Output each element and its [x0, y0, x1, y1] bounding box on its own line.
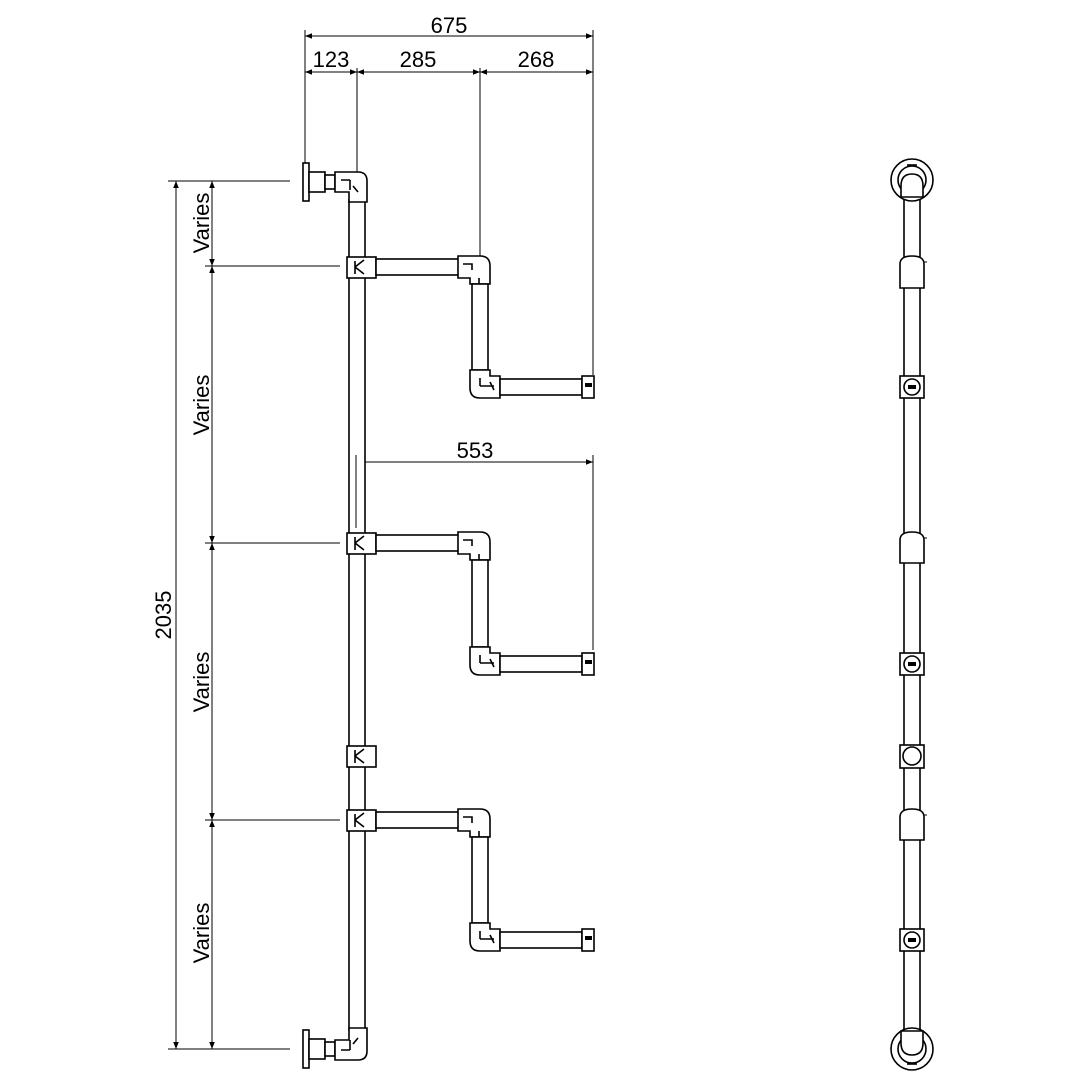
tee-bolt-mark — [354, 535, 365, 551]
arm-2 — [346, 531, 595, 676]
dimension-spacing-1: Varies — [189, 193, 214, 254]
side-middle-tee — [899, 744, 925, 769]
arm-drop-pipe — [471, 559, 489, 648]
arm-3 — [346, 808, 595, 952]
dimension-arm-first-run: 285 — [400, 47, 437, 72]
arm-horizontal-pipe — [375, 811, 461, 829]
arm-1 — [346, 255, 595, 399]
dimension-arm-second-run: 268 — [518, 47, 555, 72]
arm-tee-fitting — [346, 256, 377, 279]
flange-elbow — [900, 173, 924, 198]
flange-elbow — [900, 1030, 924, 1056]
tee-bolt-mark — [354, 259, 365, 275]
side-elevation-view — [890, 158, 934, 1071]
arm-lower-elbow — [469, 369, 501, 399]
collar-body — [899, 531, 925, 564]
arm-horizontal-pipe — [375, 534, 461, 552]
side-tee-collar-2 — [899, 531, 927, 564]
tee-body — [346, 745, 377, 768]
arm-tee-fitting — [346, 809, 377, 832]
arm-lower-elbow — [469, 922, 501, 952]
elbow-bolt-mark — [479, 378, 495, 391]
elbow-bolt-mark — [463, 539, 480, 560]
arm-tee-fitting — [346, 532, 377, 555]
side-end-cap-3 — [899, 928, 925, 952]
arm-upper-elbow — [457, 808, 491, 838]
end-cap-mark — [585, 660, 592, 664]
arm-upper-elbow — [457, 255, 491, 285]
cap-mark — [908, 938, 916, 942]
side-end-cap-1 — [899, 375, 925, 399]
top-wall-flange — [302, 162, 368, 203]
arm-upper-elbow — [457, 531, 491, 561]
tee-face — [902, 746, 922, 766]
arm-drop-pipe — [471, 283, 489, 371]
wall-plate — [302, 162, 310, 202]
end-cap-mark — [585, 383, 592, 387]
side-top-flange — [890, 158, 934, 202]
dimension-overall-width: 675 — [431, 13, 468, 38]
arm-end-pipe — [499, 655, 583, 673]
side-bottom-flange — [890, 1027, 934, 1071]
tee-bolt-mark — [354, 748, 365, 764]
bottom-elbow-fitting — [334, 1027, 368, 1061]
dimension-spacing-4: Varies — [189, 903, 214, 964]
flange-nipple — [324, 1041, 336, 1057]
cap-mark — [908, 385, 916, 389]
vertical-dimensions: 2035 Varies Varies Varies Varies — [151, 180, 340, 1050]
dimension-spacing-2: Varies — [189, 375, 214, 436]
dimension-wall-offset: 123 — [313, 47, 350, 72]
collar-body — [899, 808, 925, 841]
top-elbow-fitting — [334, 171, 368, 203]
elbow-bolt-mark — [479, 931, 495, 944]
cap-mark — [908, 662, 916, 666]
dimension-overall-height: 2035 — [151, 591, 176, 640]
collar-body — [899, 255, 925, 289]
side-tee-collar-1 — [899, 255, 927, 289]
dimension-spacing-3: Varies — [189, 652, 214, 713]
middle-tee-fitting — [346, 745, 377, 768]
side-riser-pipe — [903, 194, 921, 1036]
arm-lower-elbow — [469, 646, 501, 676]
front-elevation-view — [302, 162, 595, 1069]
top-elbow-bolt-mark — [341, 179, 359, 193]
side-tee-collar-3 — [899, 808, 927, 841]
elbow-bolt-mark — [463, 263, 480, 284]
flange-collar — [308, 1038, 326, 1060]
bottom-elbow-bolt-mark — [341, 1037, 359, 1051]
flange-collar — [308, 171, 326, 193]
side-end-cap-2 — [899, 652, 925, 676]
arm-horizontal-pipe — [375, 258, 461, 276]
arm-end-pipe — [499, 931, 583, 949]
elbow-bolt-mark — [463, 816, 480, 837]
wall-plate — [302, 1029, 310, 1069]
vertical-riser-pipe — [348, 199, 366, 1031]
tee-bolt-mark — [354, 812, 365, 828]
arm-end-pipe — [499, 378, 583, 396]
arm-drop-pipe — [471, 836, 489, 924]
elbow-bolt-mark — [479, 655, 495, 668]
end-cap-mark — [585, 936, 592, 940]
bottom-wall-flange — [302, 1027, 368, 1069]
dimension-arm-reach: 553 — [457, 438, 494, 463]
flange-nipple — [324, 174, 336, 190]
